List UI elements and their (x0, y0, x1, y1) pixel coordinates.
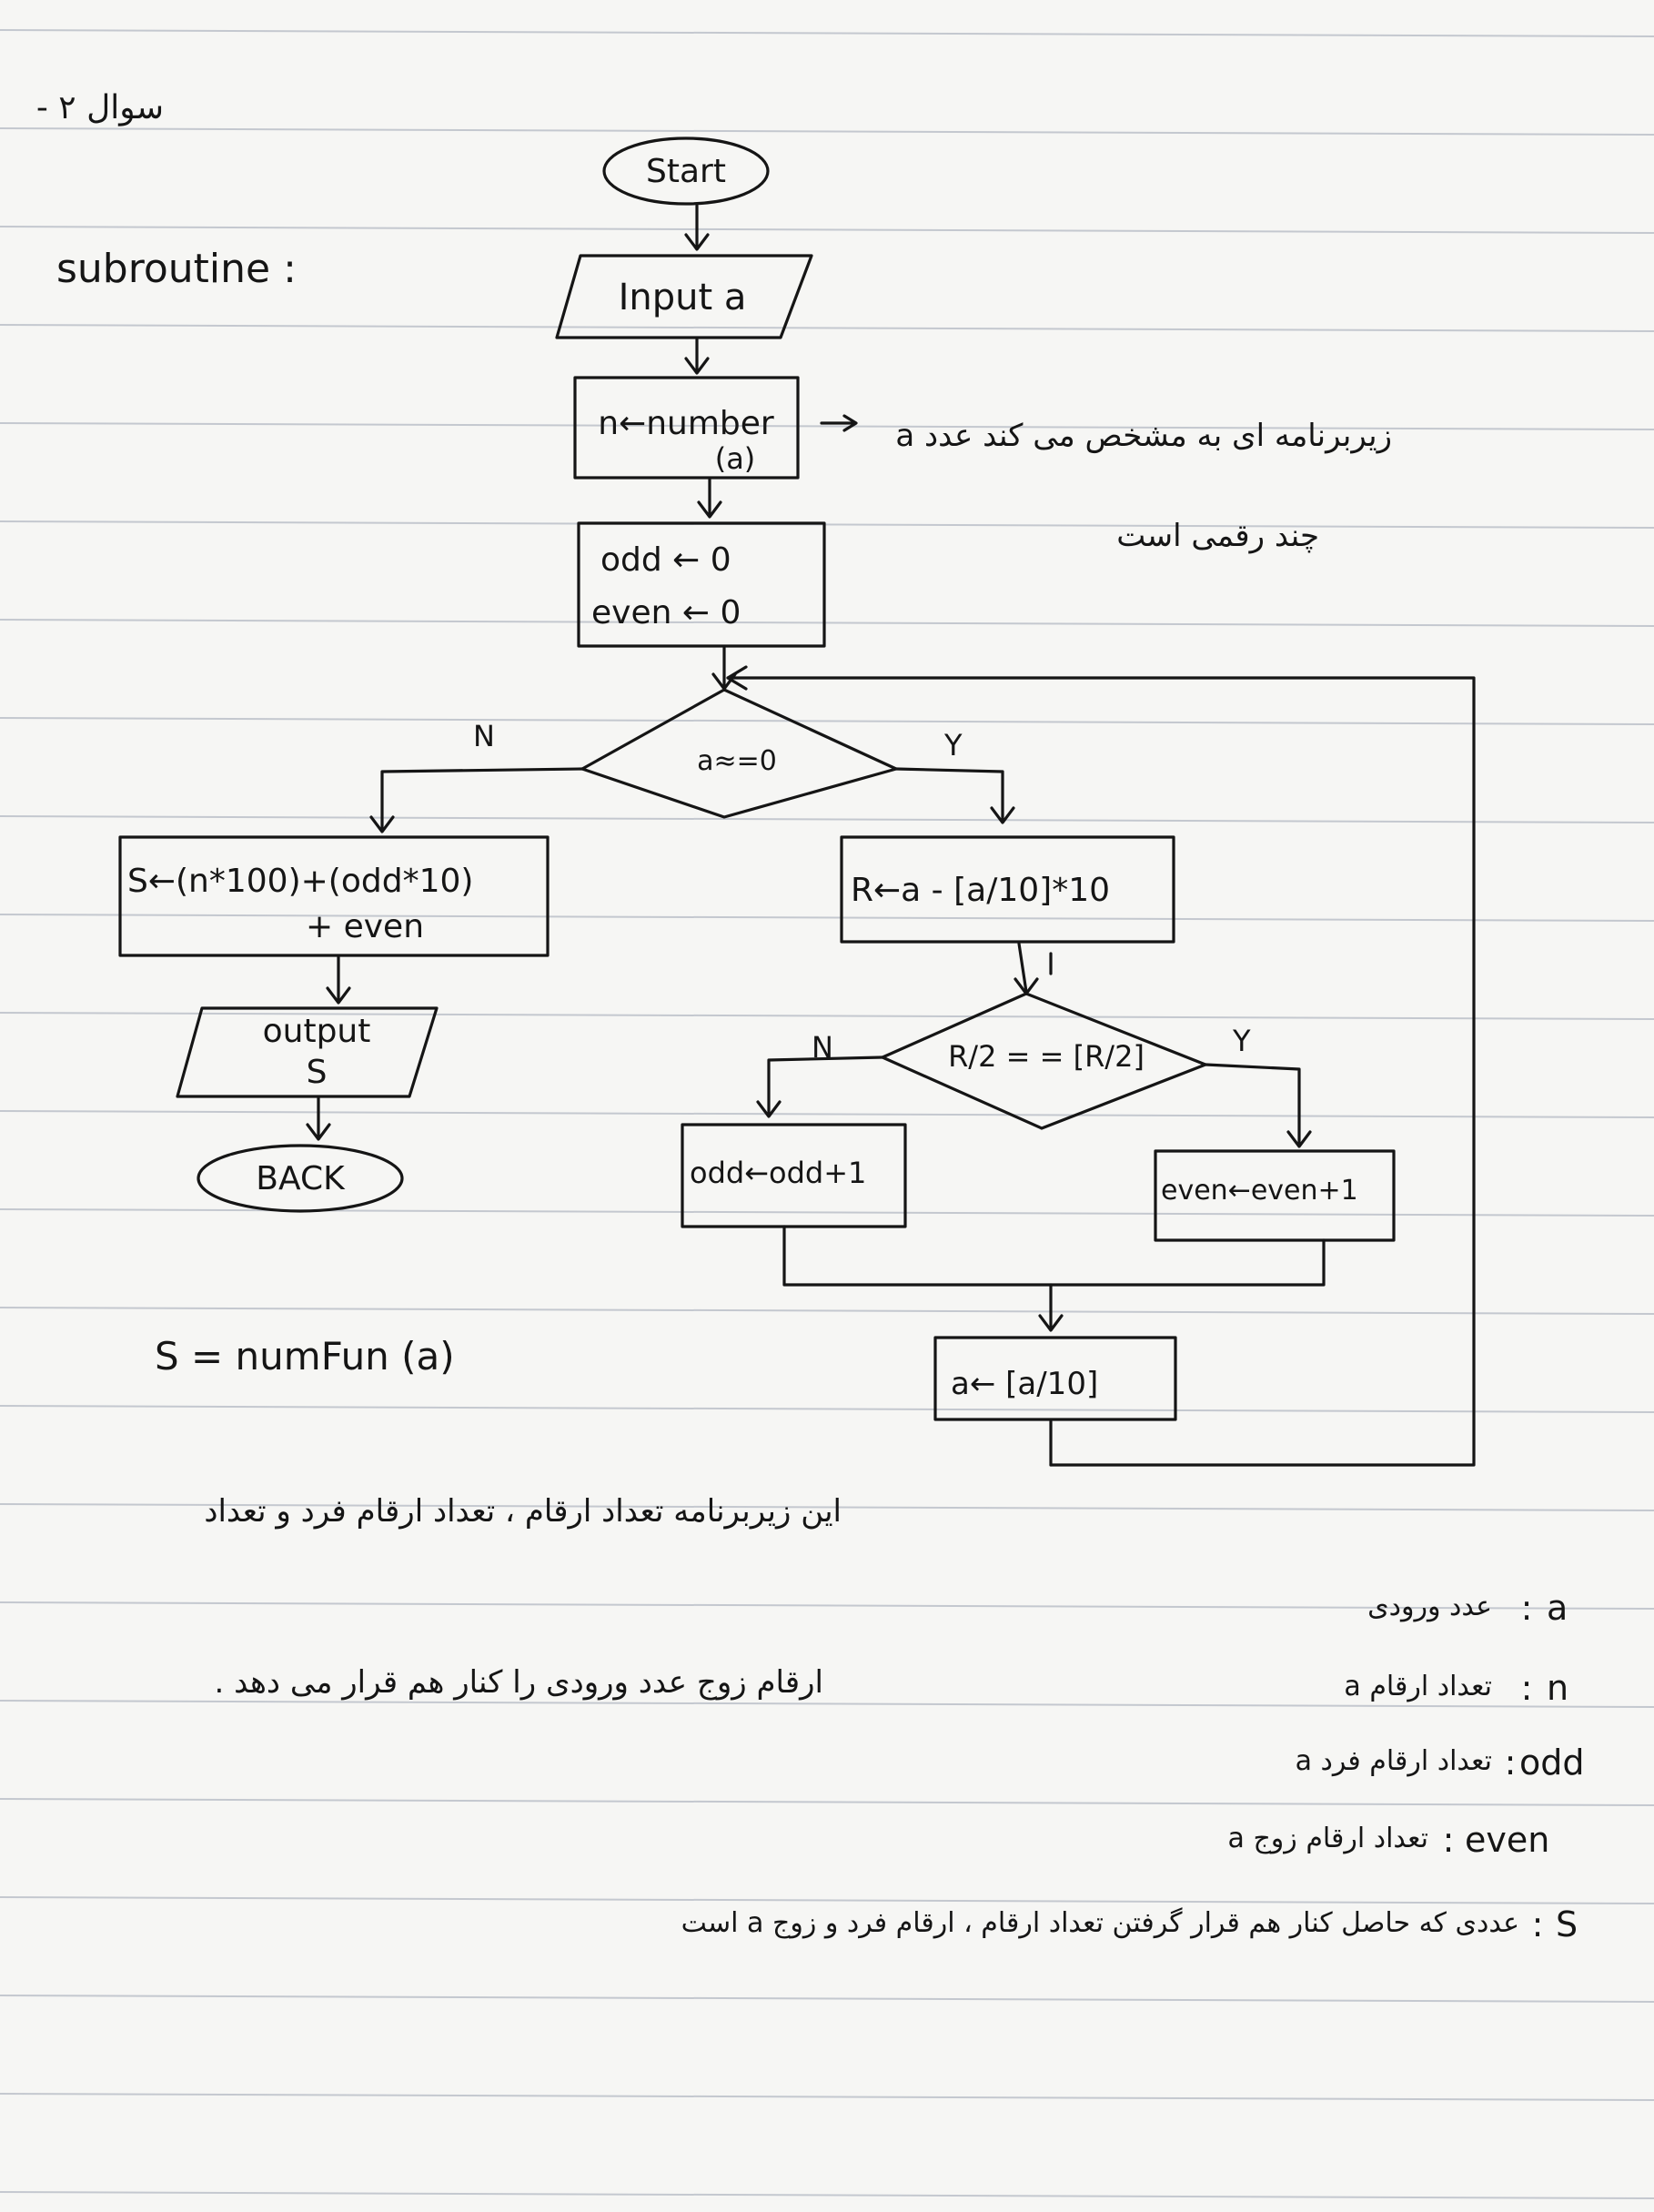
question-label: سوال ۲ - (36, 89, 164, 126)
legend-var-s: S (1556, 1904, 1578, 1944)
input-label: Input a (619, 277, 747, 318)
legend-desc-a: عدد ورودی (1367, 1591, 1492, 1622)
loop-yes-label: Y (943, 728, 963, 763)
arrow-down-icon (1286, 1130, 1312, 1148)
legend-var-even: even (1465, 1820, 1549, 1860)
legend-var-a: a (1547, 1588, 1568, 1628)
output-label: output (263, 1013, 371, 1050)
count-digits-argument: (a) (715, 441, 756, 476)
arrow-down-icon (697, 500, 722, 519)
count-digits-process: n←number (a) (573, 376, 800, 480)
legend-desc-odd: تعداد ارقام فرد a (1296, 1745, 1492, 1777)
arrow-down-icon (369, 815, 395, 833)
description-line-1: این زیربرنامه تعداد ارقام ، تعداد ارقام … (204, 1493, 842, 1530)
arrow-down-icon (326, 986, 351, 1005)
legend-var-n: n (1547, 1668, 1568, 1708)
divide-label: a← [a/10] (951, 1366, 1098, 1402)
parity-decision: R/2 = = [R/2] (881, 992, 1207, 1130)
compute-s-process: S←(n*100)+(odd*10) + even (118, 835, 550, 957)
svg-text::: : (1521, 1668, 1533, 1708)
legend-desc-n: تعداد ارقام a (1344, 1671, 1492, 1702)
odd-increment-process: odd←odd+1 (681, 1123, 907, 1228)
legend-var-odd: odd (1519, 1742, 1585, 1783)
number-subroutine-note-2: چند رقمی است (1116, 518, 1319, 554)
legend-desc-even: تعداد ارقام زوج a (1228, 1823, 1428, 1854)
remainder-process: R←a - [a/10]*10 (840, 835, 1175, 944)
call-statement: S = numFun (a) (155, 1334, 455, 1379)
odd-increment-label: odd←odd+1 (690, 1156, 866, 1190)
compute-s-label: S←(n*100)+(odd*10) (127, 863, 473, 900)
arrow-right-icon (842, 414, 858, 432)
ruled-lines (0, 29, 1654, 2199)
divide-process: a← [a/10] (933, 1336, 1177, 1421)
start-label: Start (646, 153, 726, 190)
arrow-down-icon (684, 357, 710, 375)
variable-legend: a : عدد ورودی n : تعداد ارقام a odd : تع… (681, 1588, 1585, 1944)
parity-no-label: N (812, 1030, 833, 1065)
back-label: BACK (256, 1160, 346, 1197)
output-value-label: S (307, 1054, 328, 1091)
parity-yes-label: Y (1232, 1024, 1251, 1058)
legend-desc-s: عددی که حاصل کنار هم قرار گرفتن تعداد ار… (681, 1907, 1519, 1939)
svg-text::: : (1532, 1904, 1544, 1944)
loop-condition-label: a≈=0 (697, 745, 777, 777)
parity-condition-label: R/2 = = [R/2] (948, 1039, 1145, 1074)
init-odd-label: odd ← 0 (600, 541, 731, 579)
count-digits-label: n←number (598, 405, 774, 442)
compute-s-label-2: + even (306, 908, 424, 945)
loop-no-label: N (473, 719, 495, 753)
svg-text::: : (1443, 1820, 1455, 1860)
even-increment-label: even←even+1 (1161, 1175, 1358, 1207)
init-even-label: even ← 0 (591, 594, 741, 631)
description-line-2: ارقام زوج عدد ورودی را کنار هم قرار می د… (215, 1664, 823, 1701)
init-counters-process: odd ← 0 even ← 0 (577, 521, 826, 648)
remainder-label: R←a - [a/10]*10 (851, 872, 1110, 909)
start-terminal: Start (602, 136, 770, 206)
arrow-down-icon (990, 806, 1015, 824)
output-parallelogram: output S (176, 1006, 439, 1098)
back-terminal: BACK (197, 1144, 404, 1213)
arrow-down-icon (306, 1123, 331, 1141)
arrow-down-icon (756, 1100, 782, 1118)
input-parallelogram: Input a (555, 254, 813, 339)
even-increment-process: even←even+1 (1154, 1149, 1396, 1242)
arrow-left-icon (726, 665, 748, 691)
svg-text::: : (1505, 1742, 1517, 1783)
subroutine-label: subroutine : (56, 246, 297, 292)
arrow-down-icon (1038, 1314, 1064, 1332)
loop-decision: a≈=0 (580, 688, 898, 819)
arrow-down-icon (684, 233, 710, 251)
svg-text::: : (1521, 1588, 1533, 1628)
number-subroutine-note: زیربرنامه ای به مشخص می کند عدد a (895, 418, 1392, 454)
